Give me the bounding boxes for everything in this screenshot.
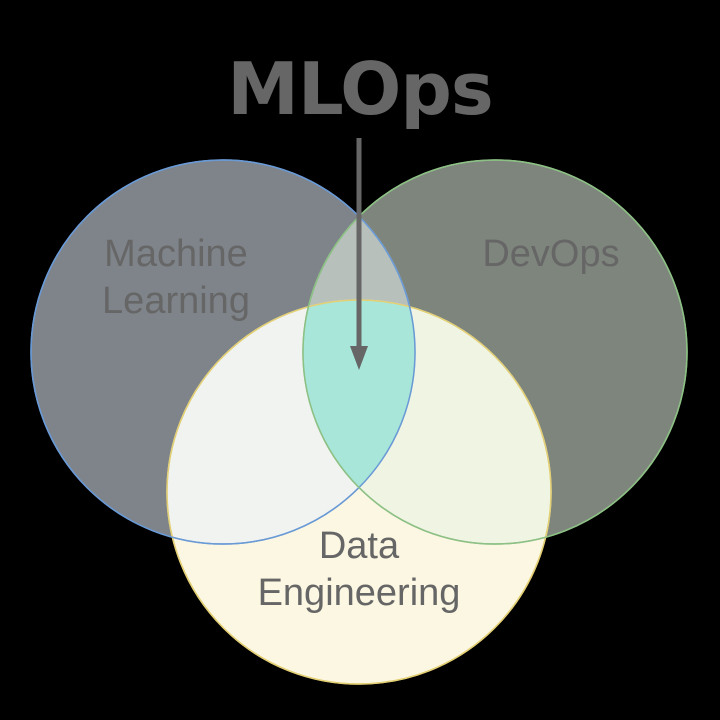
data-engineering-label-line1: Data — [319, 525, 400, 567]
machine-learning-label-line1: Machine — [104, 233, 248, 275]
arrow-head — [350, 346, 368, 370]
devops-outline — [302, 159, 688, 545]
machine-learning-outline — [30, 159, 416, 545]
machine-learning-label-line2: Learning — [102, 280, 250, 322]
devops-label: DevOps — [482, 233, 619, 275]
data-engineering-label-line2: Engineering — [258, 572, 461, 614]
diagram-title: MLOps — [227, 47, 493, 131]
